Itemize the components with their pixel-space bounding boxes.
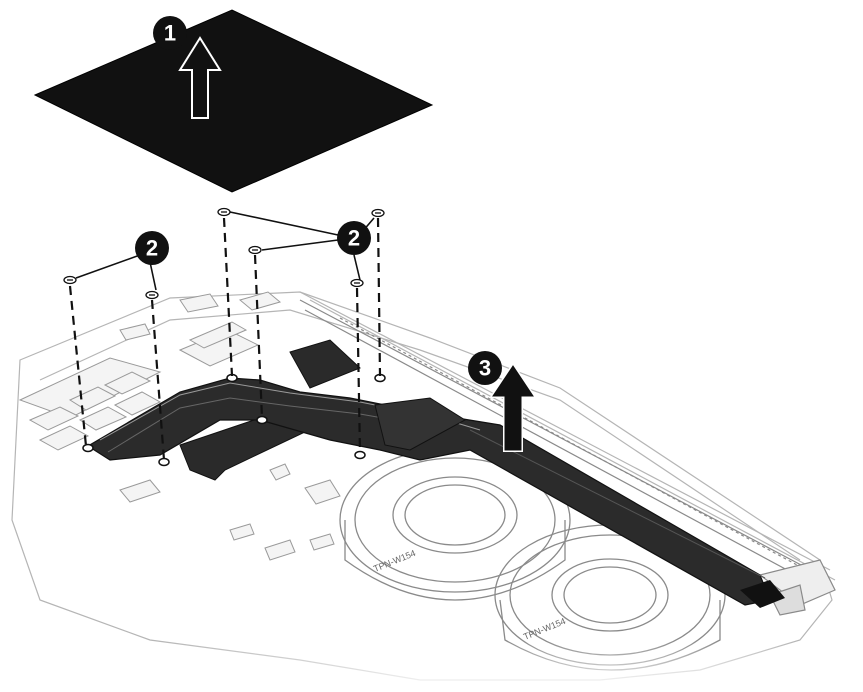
screw-icon xyxy=(217,207,231,217)
screws xyxy=(63,207,385,300)
hinge-rail xyxy=(299,299,836,616)
fan-label-right: TPN-W154 xyxy=(522,616,567,642)
callout-leaders xyxy=(75,211,375,291)
bottom-fade xyxy=(0,640,863,692)
callout-2-left-label: 2 xyxy=(146,236,158,261)
screw-lines xyxy=(68,217,382,461)
up-arrow-icon xyxy=(489,362,537,452)
callout-2-right: 2 xyxy=(337,221,371,255)
screw-icon xyxy=(63,275,77,285)
screw-icon xyxy=(371,208,385,218)
callout-1-label: 1 xyxy=(164,21,176,46)
fan-left xyxy=(339,447,571,601)
heat-sink xyxy=(86,339,785,608)
screw-icon xyxy=(145,290,159,300)
thermal-sheet xyxy=(33,9,434,193)
up-arrow-icon xyxy=(178,36,222,119)
callout-1: 1 xyxy=(153,16,187,50)
callout-2-right-label: 2 xyxy=(348,226,360,251)
screw-icon xyxy=(248,245,262,255)
screw-icon xyxy=(350,278,364,288)
callout-3-label: 3 xyxy=(479,356,491,381)
callout-3: 3 xyxy=(468,351,502,385)
callout-2-left: 2 xyxy=(135,231,169,265)
board-components xyxy=(18,291,341,561)
screw-holes xyxy=(82,373,386,467)
